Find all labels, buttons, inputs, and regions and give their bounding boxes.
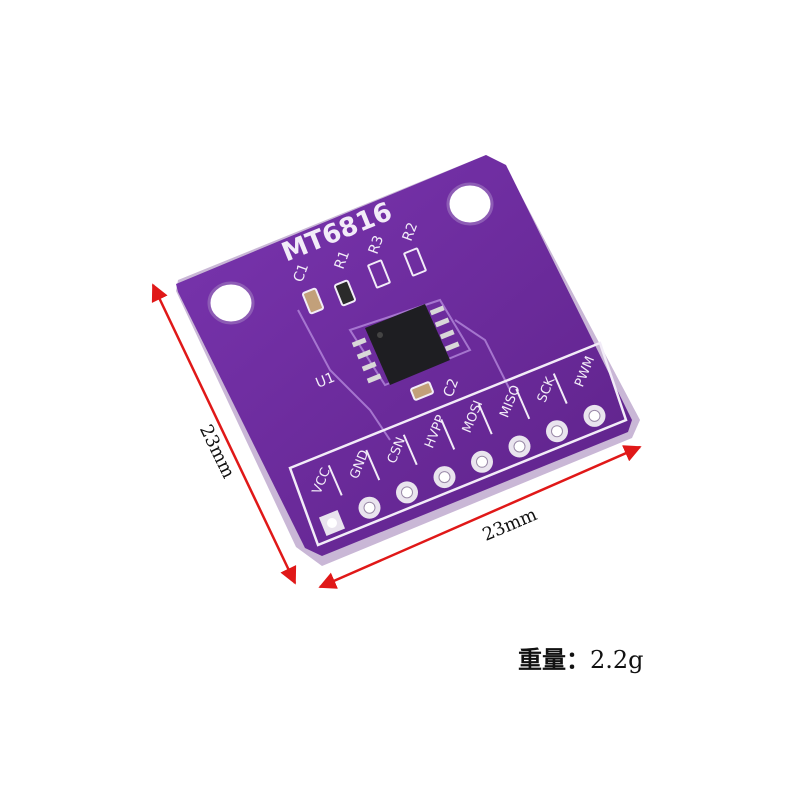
- pin-hole: [513, 440, 526, 453]
- pin-divider: [552, 373, 568, 404]
- mounting-hole-left: [207, 281, 255, 325]
- label-r3: R3: [366, 233, 387, 256]
- pin-hole: [476, 455, 488, 468]
- pad-r3: [367, 259, 391, 289]
- pin-hole: [551, 425, 563, 438]
- ic-chip-u1: [351, 304, 460, 385]
- label-c2: C2: [441, 376, 462, 399]
- pin-hole: [588, 409, 601, 422]
- component-labels: C1 R1 R3 R2 U1 C2: [291, 220, 462, 399]
- dimension-arrows: [151, 283, 642, 589]
- pin-divider: [515, 388, 531, 420]
- capacitor-c1: [301, 287, 325, 315]
- pin-hole: [438, 471, 451, 484]
- weight-caption: 重量：: [518, 645, 590, 674]
- label-r2: R2: [400, 220, 421, 243]
- chip-pin1-dot: [377, 332, 383, 338]
- mounting-hole-right: [446, 182, 494, 226]
- height-arrow: [151, 283, 297, 585]
- width-arrow: [318, 445, 642, 589]
- label-c1: C1: [291, 261, 312, 284]
- weight-value: 2.2g: [590, 646, 644, 674]
- chip-body: [365, 304, 450, 385]
- pad-r2: [403, 247, 427, 277]
- pin-hole: [401, 486, 413, 499]
- resistor-r1: [333, 279, 357, 307]
- weight-label: 重量：2.2g: [518, 640, 644, 675]
- pin-hole: [327, 518, 337, 528]
- capacitor-c2: [410, 381, 434, 401]
- pin-label-frame: [288, 341, 628, 547]
- label-u1: U1: [314, 370, 338, 392]
- pin-hole: [363, 501, 376, 514]
- pin-divider: [477, 403, 493, 435]
- width-label: 23mm: [479, 504, 540, 546]
- pin-divider: [440, 419, 456, 450]
- label-r1: R1: [332, 248, 353, 271]
- passive-components: [301, 247, 434, 401]
